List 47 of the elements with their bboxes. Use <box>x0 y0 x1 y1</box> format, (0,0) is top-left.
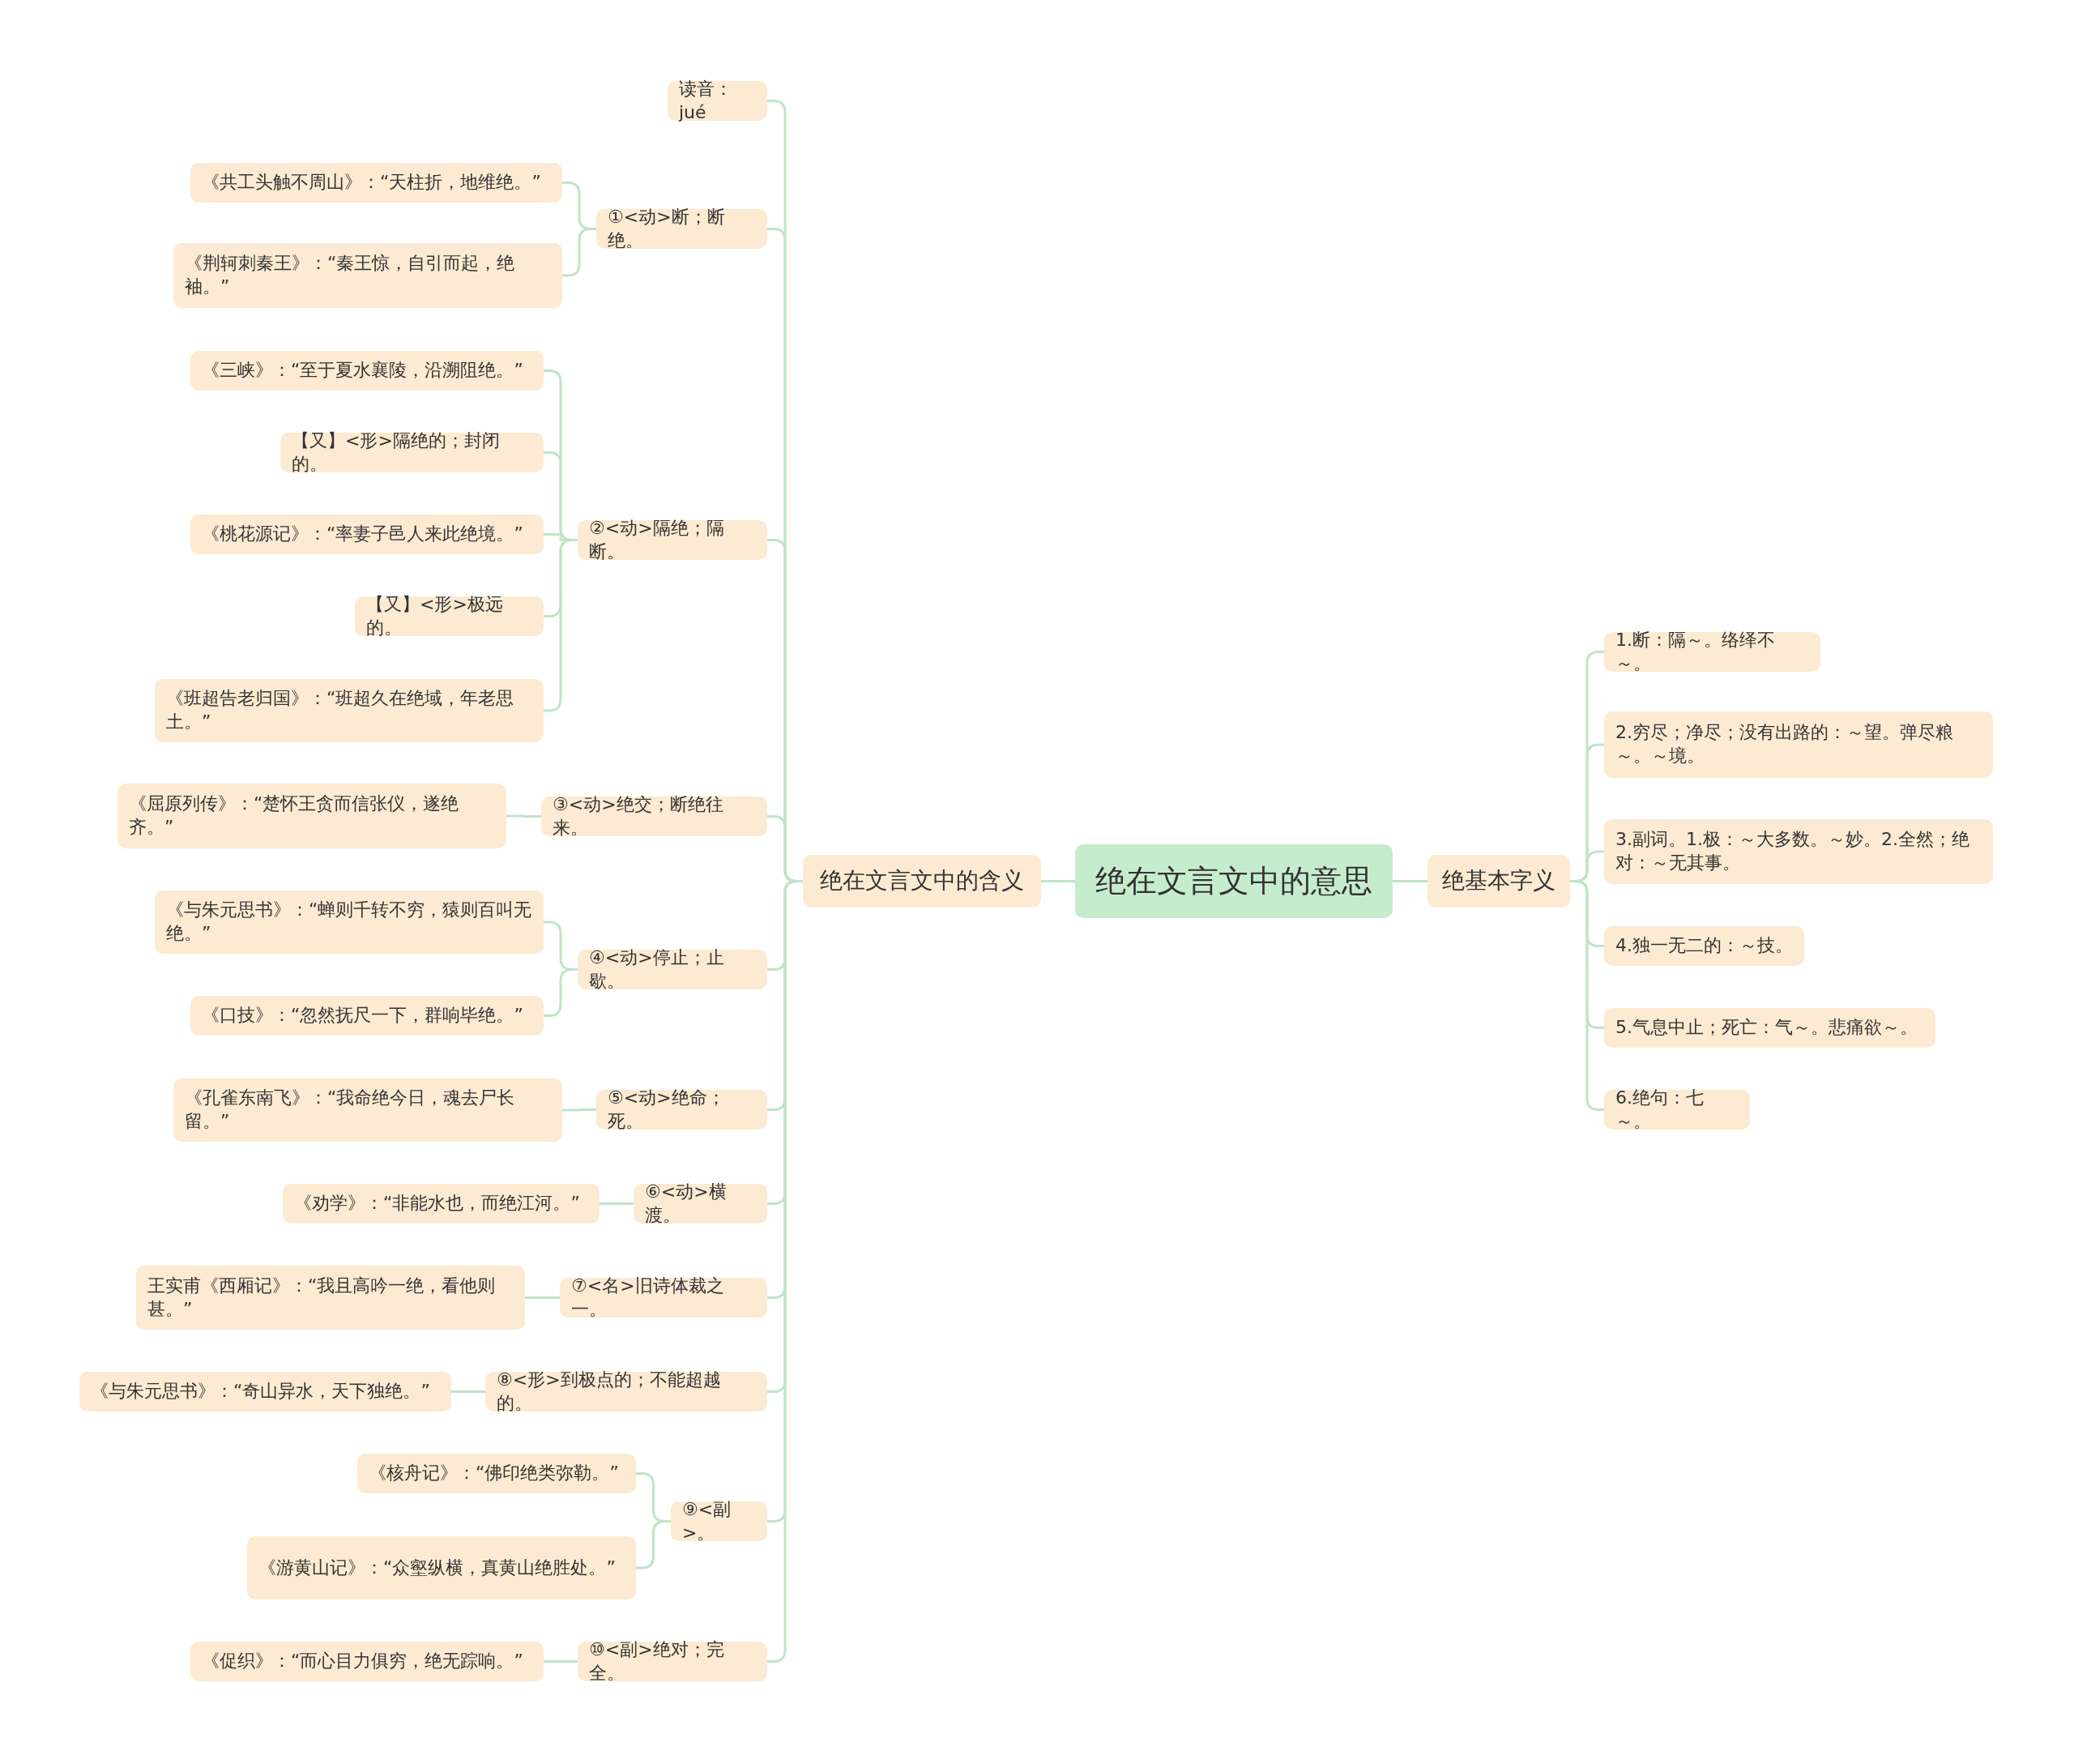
topic-box: 《核舟记》：“佛印绝类弥勒。” <box>357 1454 636 1493</box>
topic-box: 【又】<形>极远的。 <box>355 596 544 636</box>
connector-line <box>451 1390 485 1393</box>
topic-box: 王实甫《西厢记》：“我且高吟一绝，看他则甚。” <box>136 1266 525 1330</box>
topic-box: 《与朱元思书》：“奇山异水，天下独绝。” <box>79 1372 451 1412</box>
topic-box: ⑩<副>绝对；完全。 <box>578 1642 767 1681</box>
topic-box: 《桃花源记》：“率妻子邑人来此绝境。” <box>190 515 544 554</box>
topic-box: 读音：jué <box>668 81 767 121</box>
topic-box: 5.气息中止；死亡：气～。悲痛欲～。 <box>1604 1008 1935 1048</box>
topic-box: 《口技》：“忽然抚尺一下，群响毕绝。” <box>190 996 544 1036</box>
topic-box: 【又】<形>隔绝的；封闭的。 <box>280 433 544 472</box>
connector-line <box>544 1660 578 1663</box>
topic-box: ③<动>绝交；断绝往来。 <box>541 797 767 836</box>
topic-box: 《共工头触不周山》：“天柱折，地维绝。” <box>190 163 562 203</box>
topic-box: 3.副词。1.极：～大多数。～妙。2.全然；绝对：～无其事。 <box>1604 819 1993 884</box>
connector-line <box>525 1296 560 1299</box>
topic-box: 2.穷尽；净尽；没有出路的：～望。弹尽粮～。～境。 <box>1604 711 1993 778</box>
connector-line <box>600 1202 634 1205</box>
connector-line <box>562 1108 596 1112</box>
topic-box: 6.绝句：七～。 <box>1604 1090 1750 1130</box>
topic-box: 《与朱元思书》：“蝉则千转不穷，猿则百叫无绝。” <box>155 891 544 954</box>
connector-line <box>506 814 541 818</box>
topic-box: ④<动>停止；止歇。 <box>578 950 767 989</box>
topic-box: 《荆轲刺秦王》：“秦王惊，自引而起，绝袖。” <box>173 243 562 308</box>
branch-topic-box: 绝在文言文中的含义 <box>803 855 1041 908</box>
central-topic-box: 绝在文言文中的意思 <box>1075 844 1393 918</box>
topic-box: 《班超告老归国》：“班超久在绝域，年老思土。” <box>155 679 544 742</box>
connector-line <box>1570 880 1604 1111</box>
topic-box: ⑤<动>绝命；死。 <box>596 1090 767 1130</box>
topic-box: 《屈原列传》：“楚怀王贪而信张仪，遂绝齐。” <box>117 784 506 848</box>
connector-line <box>1393 880 1427 882</box>
topic-box: 《劝学》：“非能水也，而绝江河。” <box>283 1184 600 1224</box>
topic-box: ⑧<形>到极点的；不能超越的。 <box>485 1372 767 1412</box>
topic-box: ②<动>隔绝；隔断。 <box>578 520 767 560</box>
connector-line <box>544 539 578 712</box>
branch-topic-box: 绝基本字义 <box>1427 855 1570 908</box>
topic-box: ⑨<副>。 <box>671 1501 767 1541</box>
topic-box: 4.独一无二的：～技。 <box>1604 926 1804 966</box>
topic-box: 《促织》：“而心目力俱穷，绝无踪响。” <box>190 1642 544 1681</box>
topic-box: 《孔雀东南飞》：“我命绝今日，魂去尸长留。” <box>173 1078 562 1142</box>
topic-box: ①<动>断；断绝。 <box>596 209 767 249</box>
topic-box: 《游黄山记》：“众壑纵横，真黄山绝胜处。” <box>247 1536 636 1600</box>
topic-box: ⑥<动>横渡。 <box>634 1184 767 1224</box>
topic-box: 《三峡》：“至于夏水襄陵，沿溯阻绝。” <box>190 351 544 391</box>
topic-box: 1.断：隔～。络绎不～。 <box>1604 632 1820 672</box>
topic-box: ⑦<名>旧诗体裁之一。 <box>560 1278 767 1318</box>
connector-line <box>1041 880 1075 882</box>
